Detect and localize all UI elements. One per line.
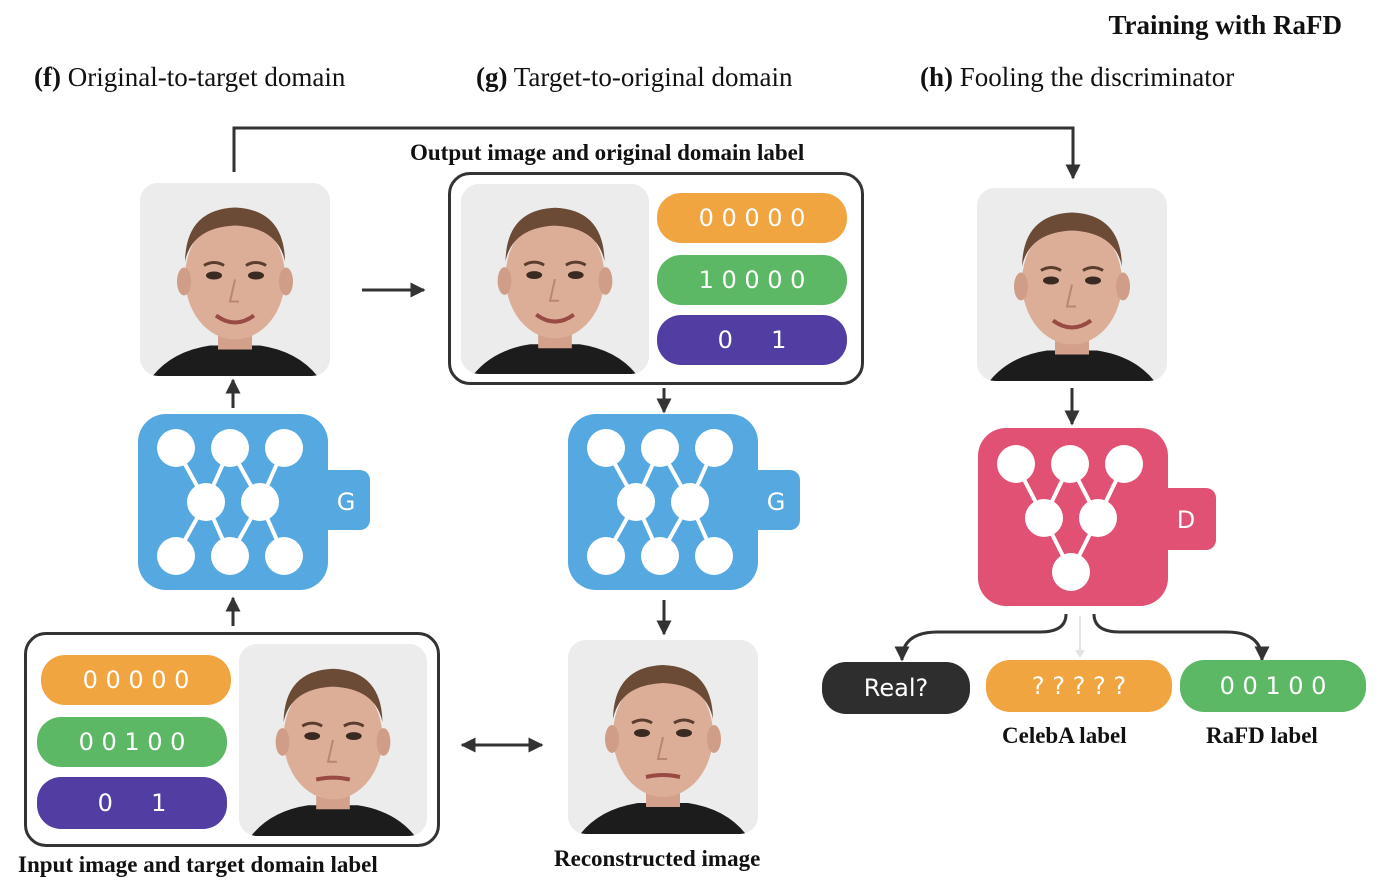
- rafd-output-label: 0 0 1 0 0: [1180, 660, 1366, 712]
- caption-rafd: RaFD label: [1206, 723, 1318, 748]
- output-image-card: 0 0 0 0 0 1 0 0 0 0 0 1: [448, 172, 864, 385]
- reconstructed-face-image: [568, 640, 758, 834]
- real-output-label: Real?: [822, 662, 970, 714]
- section-letter-g: (g): [476, 62, 508, 92]
- caption-input: Input image and target domain label: [18, 852, 378, 877]
- fake-face-image: [977, 188, 1167, 381]
- generator-network-2: G: [568, 414, 800, 590]
- output-face-image: [461, 184, 649, 374]
- section-label-h: (h) Fooling the discriminator: [920, 62, 1234, 93]
- section-title-g: Target-to-original domain: [513, 62, 793, 92]
- input-rafd-label: 0 0 1 0 0: [37, 717, 227, 767]
- caption-celeba: CelebA label: [1002, 723, 1127, 748]
- output-mask-label: 0 1: [657, 315, 847, 365]
- input-image-card: 0 0 0 0 0 0 0 1 0 0 0 1: [24, 632, 440, 847]
- discriminator-network: D: [978, 428, 1218, 608]
- section-letter-f: (f): [34, 62, 61, 92]
- input-face-image: [239, 644, 427, 836]
- section-title-f: Original-to-target domain: [67, 62, 346, 92]
- celeba-output-label: ? ? ? ? ?: [986, 660, 1172, 712]
- output-celeba-label: 0 0 0 0 0: [657, 193, 847, 243]
- figure-title: Training with RaFD: [1108, 10, 1342, 40]
- caption-reconstructed: Reconstructed image: [554, 846, 761, 871]
- generated-face-image: [140, 183, 330, 376]
- section-label-g: (g) Target-to-original domain: [476, 62, 793, 93]
- section-label-f: (f) Original-to-target domain: [34, 62, 345, 93]
- output-rafd-label: 1 0 0 0 0: [657, 255, 847, 305]
- generator-2-letter: G: [767, 488, 786, 516]
- arrow-d-to-rafd: [1092, 613, 1270, 662]
- input-mask-label: 0 1: [37, 777, 227, 829]
- discriminator-letter: D: [1177, 506, 1195, 534]
- caption-output: Output image and original domain label: [410, 140, 805, 165]
- generator-network-1: G: [138, 414, 370, 590]
- generator-1-letter: G: [337, 488, 356, 516]
- section-letter-h: (h): [920, 62, 953, 92]
- input-celeba-label: 0 0 0 0 0: [41, 655, 231, 705]
- arrow-d-to-real: [894, 613, 1068, 662]
- section-title-h: Fooling the discriminator: [959, 62, 1235, 92]
